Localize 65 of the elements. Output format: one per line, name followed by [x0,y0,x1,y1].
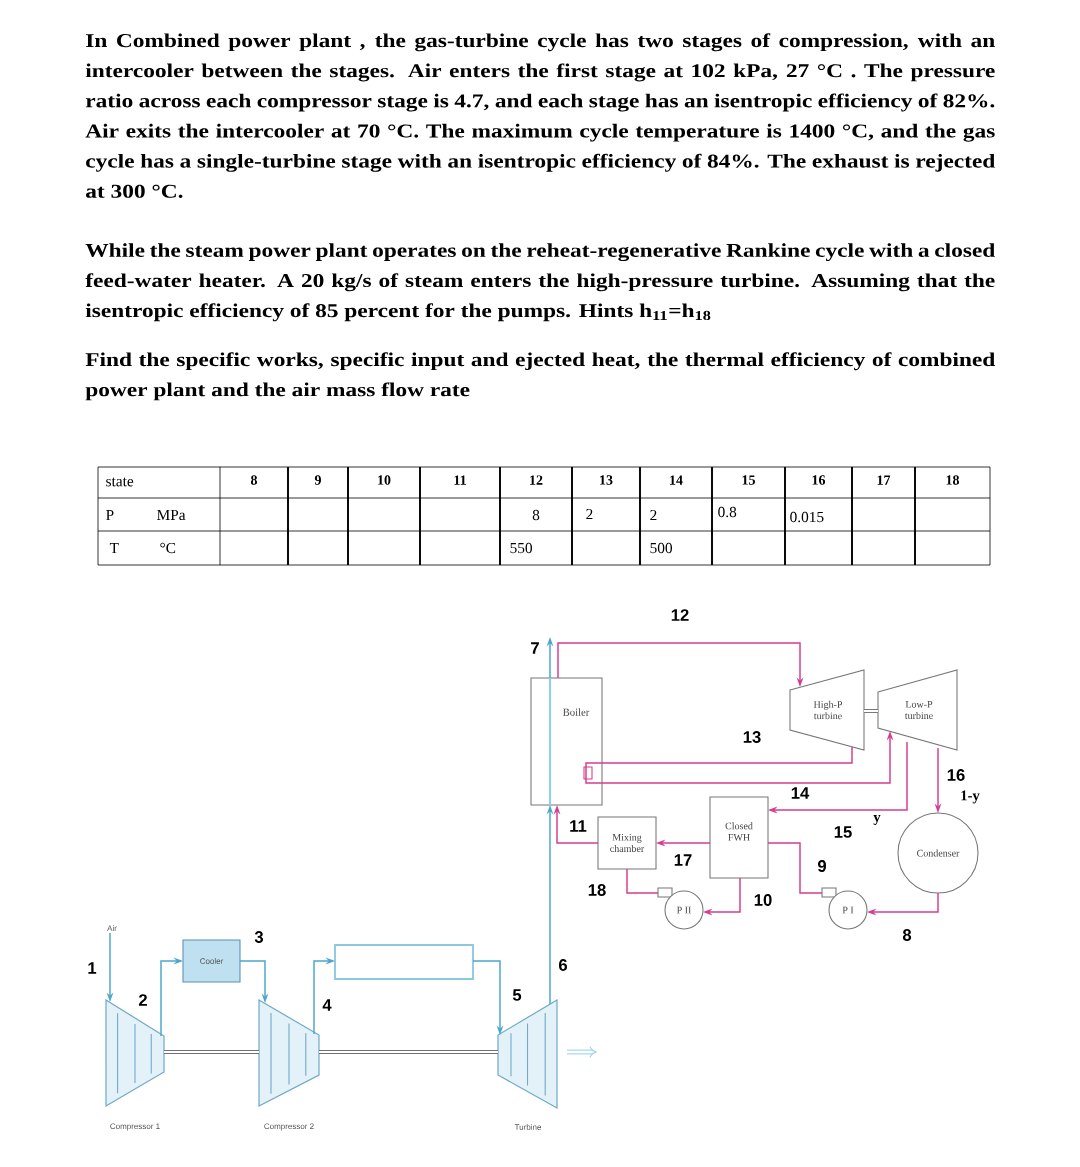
table-value: 2 [650,509,657,521]
shaft [164,1050,259,1054]
paragraph: Find the specific works, specific input and ejected heat, the thermal efficiency of combined power plant and the air mass flow rate [85,352,996,401]
mixing-chamber-box: Mixing chamber [597,816,657,870]
state-number: 17 [877,475,891,485]
state-number: 4 [321,997,333,1013]
state-number: 2 [137,992,149,1008]
state-number: 9 [816,858,828,874]
turbine: Low-P turbine [877,669,958,751]
row-label: state [106,477,134,487]
state-number: 11 [454,475,466,485]
state-number: 14 [789,785,811,801]
state-number: 5 [511,987,523,1003]
fraction-label: 1-y [961,790,980,804]
state-number: 9 [314,475,321,485]
table-value: 2 [586,508,593,520]
combustion-chamber-box [334,944,474,980]
heater-box: Closed FWH [709,796,769,879]
unit-label: MPa [157,509,186,521]
state-number: 7 [529,640,541,656]
shaft [319,1050,498,1054]
state-number: 1 [86,960,98,976]
component-label: Turbine [514,1124,542,1130]
pipe-line [767,842,823,894]
component-label: Compressor 1 [110,1123,160,1131]
boiler: Boiler [530,677,603,806]
state-number: 11 [567,818,589,834]
pump: P I [821,887,868,930]
turbine: High-P turbine [789,669,865,751]
paragraph: While the steam power plant operates on the reheat-regenerative Rankine cycle with a closed feed-water heater. A 20 kg/s of steam enters the high-pressure turbine. Assuming that the isentropic efficiency of 85 percent for the pumps. Hints h$_{11}$=h$_{18}$ [85,243,996,322]
state-number: 10 [378,475,391,485]
state-number: 14 [670,475,683,485]
state-number: 18 [946,475,960,485]
state-number: 8 [250,475,257,485]
state-number: 10 [752,892,774,908]
pump: P II [657,887,704,930]
state-number: 15 [832,824,854,840]
state-number: 18 [586,882,608,898]
state-number: 15 [742,475,755,485]
table-value: 500 [650,542,672,554]
state-number: 17 [672,852,694,868]
table-value: 0.8 [718,506,737,518]
state-number: 16 [945,767,967,783]
shaft [864,709,878,713]
state-number: 8 [901,927,913,943]
unit-label: °C [160,542,176,554]
table-value: 550 [510,542,532,554]
table-value: 0.015 [790,511,824,523]
cooler-box: Cooler [182,939,241,983]
row-label: P [106,510,114,521]
state-number: 13 [600,475,613,485]
state-number: 12 [669,607,691,623]
state-number: 16 [812,475,826,485]
state-number: 6 [557,957,569,973]
pipe-line [601,746,853,764]
state-number: 3 [253,929,265,945]
state-number: 13 [741,729,763,745]
component-label: Compressor 2 [264,1123,314,1131]
paragraph: In Combined power plant , the gas-turbine cycle has two stages of compression, with an intercooler between the stages. Air enters the first stage at 102 kPa, 27 °C . The pressure ratio across each compressor stage is 4.7, and each stage has an isentropic efficiency of 82%. Air exits the intercooler at 70 °C. The maximum cycle temperature is 1400 °C, and the gas cycle has a single-turbine stage with an isentropic efficiency of 84%. The exhaust is rejected at 300 °C. [85,33,996,198]
inlet-label: Air [107,925,117,931]
row-label: T [109,543,119,554]
state-number: 12 [530,475,543,485]
table-value: 8 [532,509,540,521]
pipe-line [626,868,659,894]
fraction-label: y [873,815,881,825]
